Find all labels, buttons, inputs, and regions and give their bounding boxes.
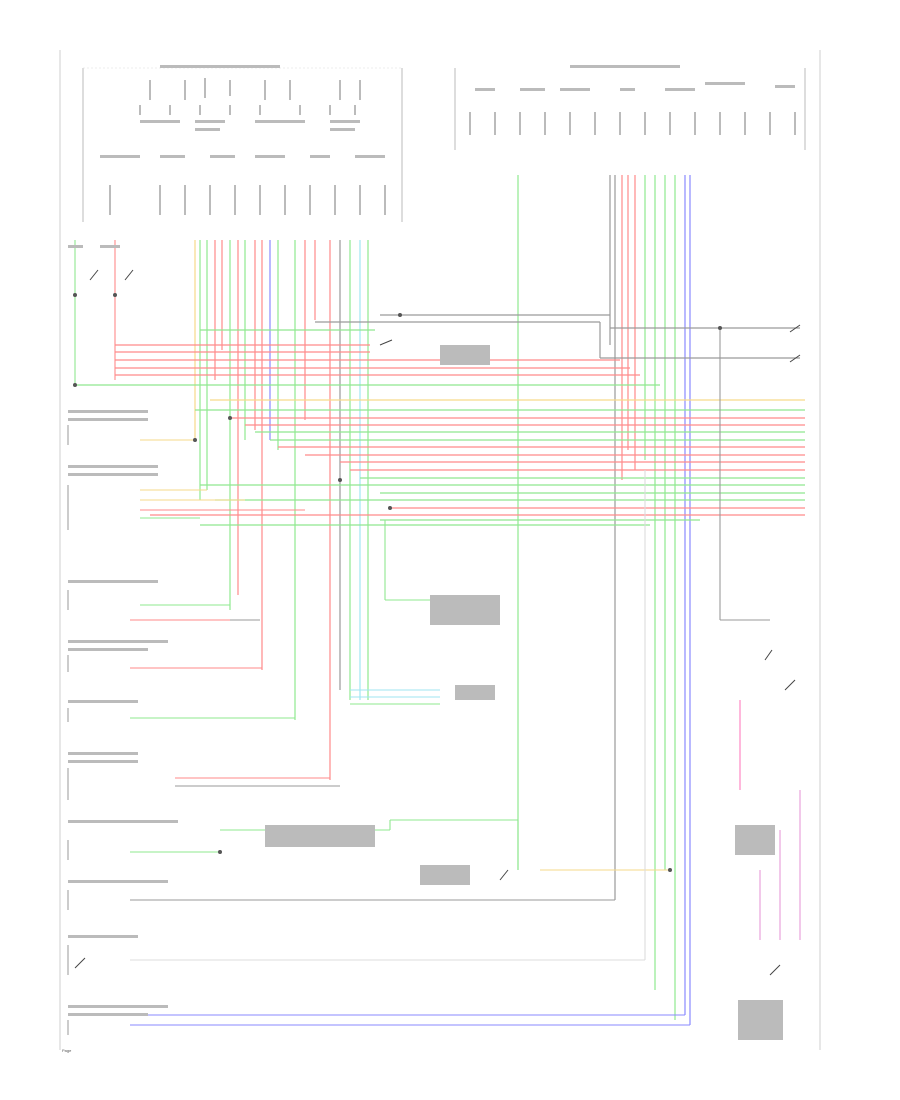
splice-points xyxy=(73,293,722,872)
pcm-harness-bundle xyxy=(517,175,691,1025)
instrument-cluster-block xyxy=(82,65,403,222)
horizontal-wires xyxy=(75,314,805,526)
left-component-blocks xyxy=(68,245,783,1040)
powertrain-control-block xyxy=(454,65,806,150)
switch-symbols xyxy=(74,269,801,976)
page-label: Page xyxy=(62,1048,72,1053)
